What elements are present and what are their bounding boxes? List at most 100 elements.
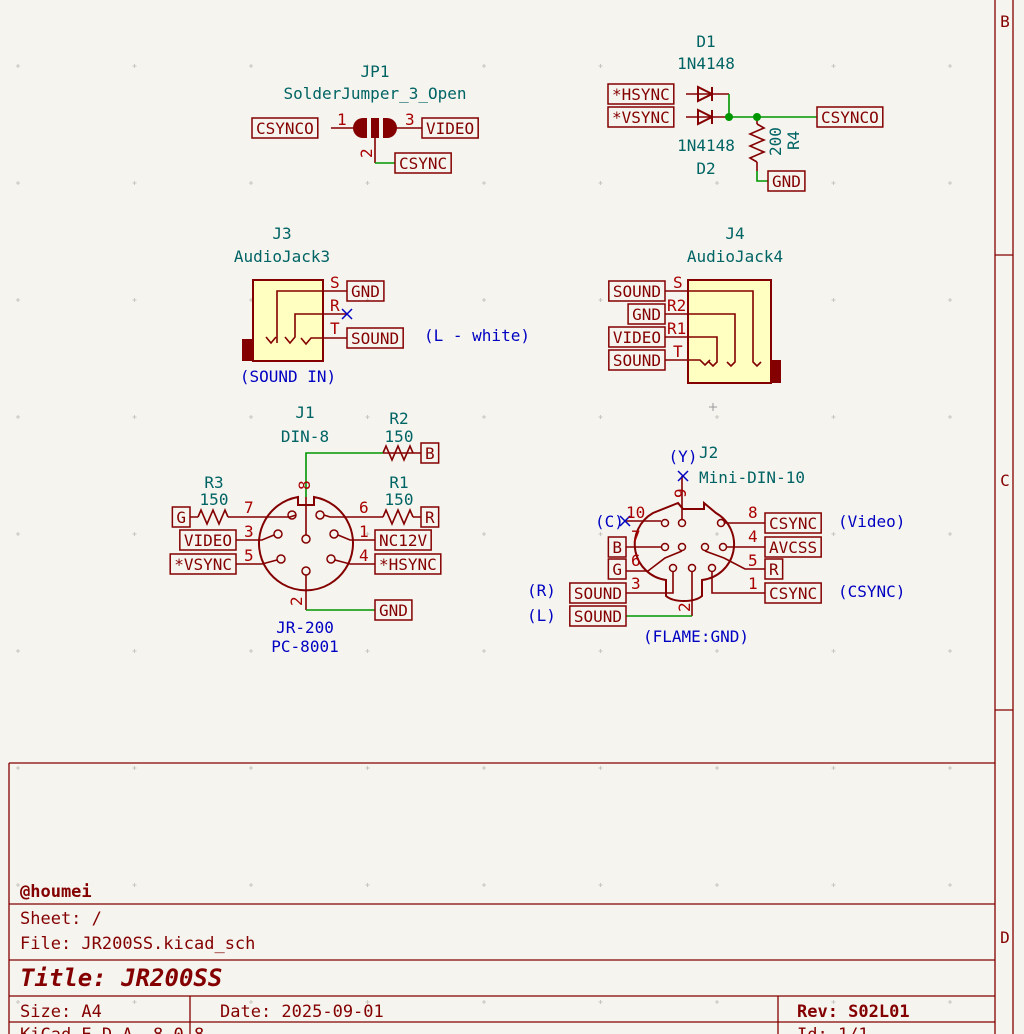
note-c: (C) <box>595 512 624 531</box>
global-label-r[interactable]: R <box>420 506 440 528</box>
label-box <box>764 536 822 558</box>
r2-value: 150 <box>385 427 414 446</box>
label-text: GND <box>351 282 380 301</box>
r4-value: 200 <box>766 127 785 156</box>
global-label-b[interactable]: B <box>607 536 627 558</box>
solder-jumper-jp1[interactable]: JP1 SolderJumper_3_Open 1 3 2 CSYNCO VID… <box>251 62 479 174</box>
global-label-vsync[interactable]: *VSYNC <box>169 553 237 575</box>
jumper-pads <box>353 118 397 138</box>
note-video: (Video) <box>838 512 905 531</box>
pin-number: 1 <box>748 574 758 593</box>
label-text: CSYNCO <box>821 108 879 127</box>
global-label-nc12v[interactable]: NC12V <box>374 529 432 551</box>
no-connect-icon <box>341 308 353 320</box>
pin-number: 3 <box>631 574 641 593</box>
global-label-sound[interactable]: SOUND <box>608 280 666 302</box>
mini-din-body <box>633 500 736 603</box>
label-text: GND <box>772 172 801 191</box>
global-label-csynco[interactable]: CSYNCO <box>816 106 884 128</box>
global-label-r[interactable]: R <box>764 558 784 580</box>
pin-number: 5 <box>244 546 254 565</box>
audio-jack-j3[interactable]: J3 AudioJack3 S R T GND SOUND (L - white… <box>234 224 530 386</box>
label-text: R <box>769 560 779 579</box>
global-label-sound-r[interactable]: SOUND <box>569 582 627 604</box>
global-label-csync[interactable]: CSYNC <box>764 512 822 534</box>
resistor-icon <box>747 123 767 163</box>
pin-number: 3 <box>244 522 254 541</box>
note-r: (R) <box>527 581 556 600</box>
d2-ref: D2 <box>696 159 715 178</box>
pin-name: R2 <box>667 296 686 315</box>
din-body <box>258 495 354 592</box>
global-label-video[interactable]: VIDEO <box>421 117 479 139</box>
note-jr200: JR-200 <box>276 618 334 637</box>
global-label-gnd[interactable]: GND <box>374 599 413 621</box>
global-label-g[interactable]: G <box>607 558 627 580</box>
label-text: R <box>425 508 435 527</box>
label-text: SOUND <box>574 607 622 626</box>
global-label-gnd[interactable]: GND <box>767 170 806 192</box>
note-pc8001: PC-8001 <box>271 637 338 656</box>
global-label-gnd[interactable]: GND <box>346 280 385 302</box>
jack-body <box>687 279 772 384</box>
label-text: NC12V <box>379 531 428 550</box>
pin-number: 1 <box>337 110 347 129</box>
label-box <box>346 327 404 349</box>
global-label-video[interactable]: VIDEO <box>179 529 237 551</box>
r4-ref: R4 <box>784 131 803 150</box>
label-text: *VSYNC <box>612 108 670 127</box>
rev-text: Rev: S02L01 <box>797 1002 910 1022</box>
label-box <box>764 558 784 580</box>
audio-jack-j4[interactable]: J4 AudioJack4 S R2 R1 T SOUND GND VIDEO … <box>608 224 783 384</box>
r1-value: 150 <box>385 490 414 509</box>
global-label-gnd[interactable]: GND <box>627 303 666 325</box>
label-text: *VSYNC <box>174 555 232 574</box>
pin-name: R1 <box>667 319 686 338</box>
global-label-csync[interactable]: CSYNC <box>394 152 452 174</box>
label-box <box>169 553 237 575</box>
note-flame-gnd: (FLAME:GND) <box>643 627 749 646</box>
label-text: SOUND <box>351 329 399 348</box>
global-label-hsync[interactable]: *HSYNC <box>374 553 442 575</box>
global-label-avcss[interactable]: AVCSS <box>764 536 822 558</box>
note-l-white: (L - white) <box>424 326 530 345</box>
pin-number: 4 <box>359 546 369 565</box>
pin-number: 2 <box>675 602 694 612</box>
label-box <box>764 582 822 604</box>
label-box <box>179 529 237 551</box>
label-text: AVCSS <box>769 538 817 557</box>
global-label-csynco[interactable]: CSYNCO <box>251 117 319 139</box>
label-text: G <box>176 508 186 527</box>
global-label-vsync[interactable]: *VSYNC <box>607 106 675 128</box>
global-label-video[interactable]: VIDEO <box>608 326 666 348</box>
d2-value: 1N4148 <box>677 136 735 155</box>
global-label-sound[interactable]: SOUND <box>608 349 666 371</box>
din8-connector-j1[interactable]: J1 DIN-8 R2 150 R1 150 R3 150 8 7 3 5 6 … <box>169 403 442 656</box>
label-box <box>569 582 627 604</box>
global-label-b[interactable]: B <box>420 442 440 464</box>
pin-name: R <box>330 296 340 315</box>
label-text: SOUND <box>613 282 661 301</box>
global-label-sound-l[interactable]: SOUND <box>569 605 627 627</box>
pin-number: 10 <box>626 503 645 522</box>
pin-number: 4 <box>748 527 758 546</box>
label-box <box>608 280 666 302</box>
global-label-g[interactable]: G <box>171 506 191 528</box>
global-label-csync[interactable]: CSYNC <box>764 582 822 604</box>
pin-number: 1 <box>359 522 369 541</box>
j2-ref: J2 <box>699 443 718 462</box>
global-label-sound[interactable]: SOUND <box>346 327 404 349</box>
mini-din10-connector-j2[interactable]: (Y) J2 Mini-DIN-10 9 10 7 6 3 2 8 4 5 1 … <box>527 443 905 646</box>
label-text: VIDEO <box>613 328 661 347</box>
junction-dot <box>753 113 761 121</box>
label-box <box>607 536 627 558</box>
global-label-hsync[interactable]: *HSYNC <box>607 83 675 105</box>
label-box <box>608 349 666 371</box>
border-row-d: D <box>1000 928 1010 947</box>
label-text: GND <box>632 305 661 324</box>
file-text: File: JR200SS.kicad_sch <box>20 934 255 954</box>
label-box <box>251 117 319 139</box>
sync-mixer-circuit[interactable]: D1 1N4148 1N4148 D2 200 R4 *HSYNC *VSYNC… <box>607 32 884 192</box>
j3-value: AudioJack3 <box>234 247 330 266</box>
